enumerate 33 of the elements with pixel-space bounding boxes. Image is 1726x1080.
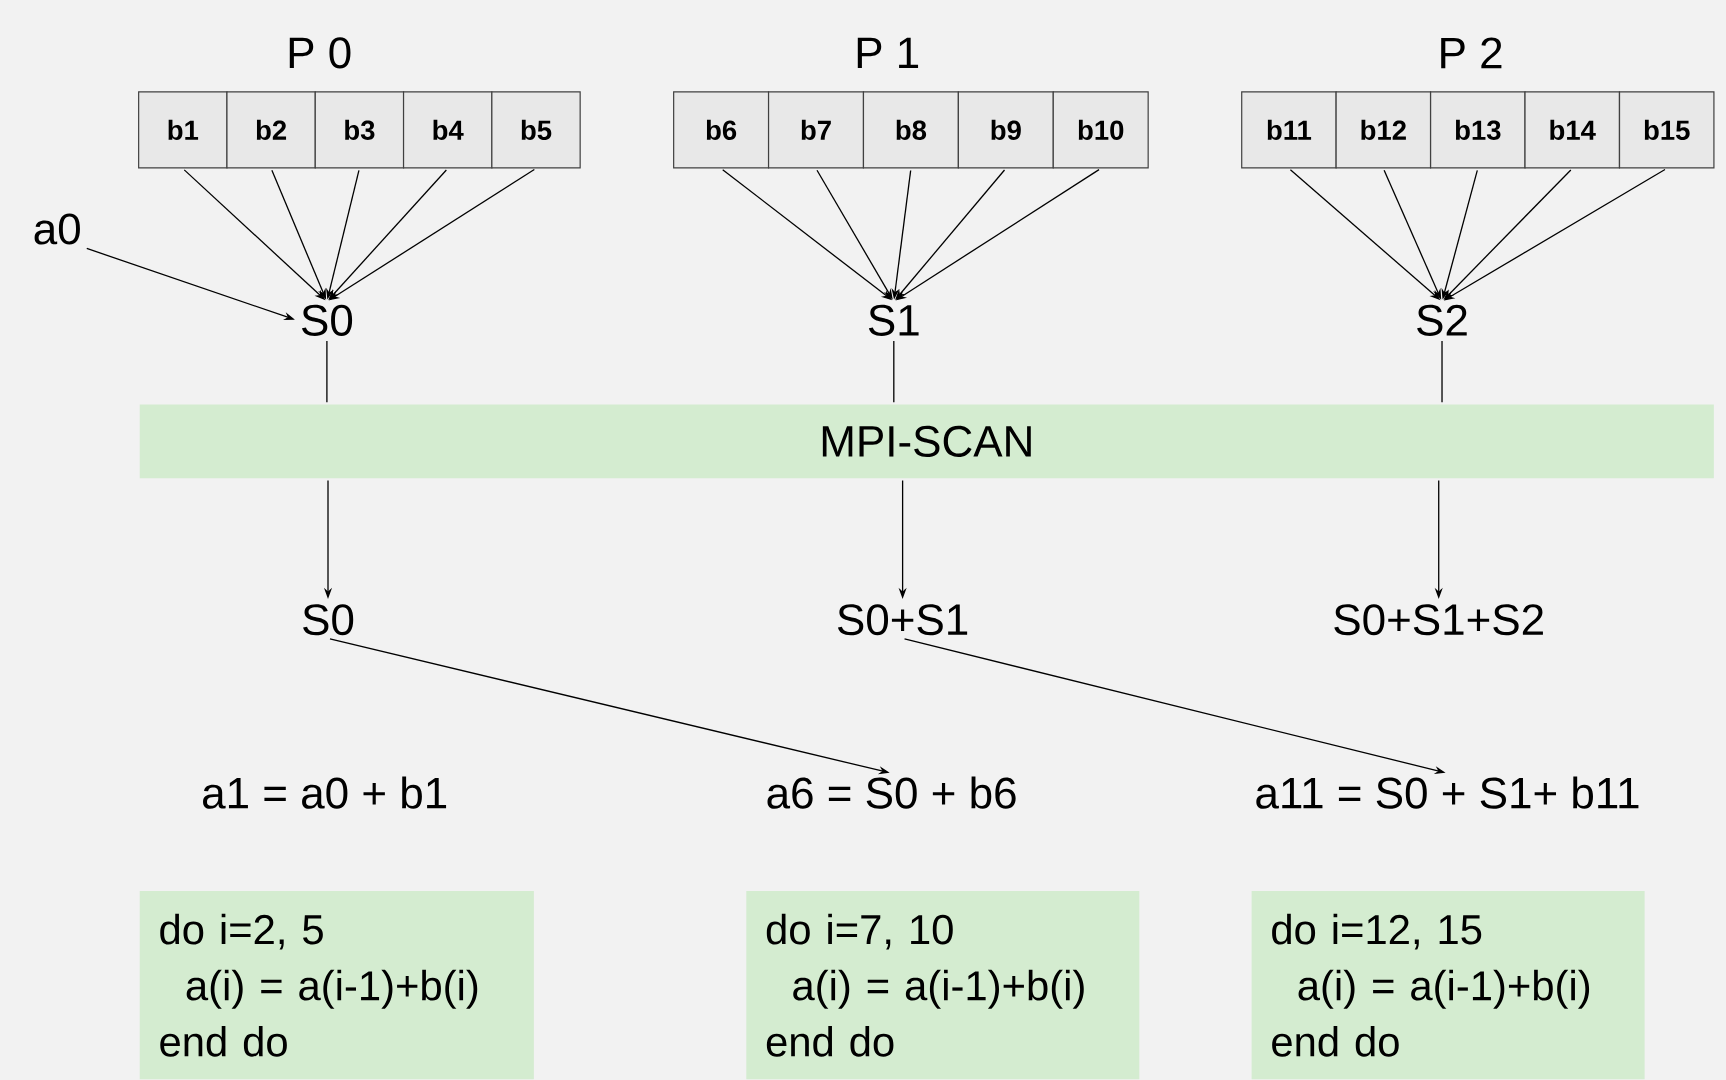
table-cell: b4 [402, 91, 493, 169]
row-heading: P 0 [289, 37, 351, 69]
variable-label: a0 [34, 213, 80, 245]
table-cell: b12 [1335, 91, 1432, 169]
arrow [895, 169, 1006, 300]
equation-text: a6 = S0 + b6 [767, 776, 1016, 809]
table-cell: b5 [491, 91, 581, 169]
code-box: do i=12, 15 a(i) = a(i-1)+b(i) end do [1251, 891, 1645, 1080]
table-cell: b13 [1430, 91, 1526, 169]
table-cell: b1 [138, 91, 228, 169]
equation-text: a1 = a0 + b1 [203, 776, 447, 809]
table-cell: b15 [1618, 91, 1715, 169]
sum-label: S2 [1417, 304, 1467, 336]
table-cell: b11 [1241, 91, 1337, 169]
result-label: S0+S1+S2 [1334, 604, 1543, 636]
equation-text: a11 = S0 + S1+ b11 [1256, 776, 1639, 809]
sum-label: S0 [302, 304, 353, 336]
sum-label: S1 [868, 304, 919, 336]
result-label: S0 [303, 604, 354, 636]
table-cell: b2 [226, 91, 316, 169]
table-cell: b3 [314, 91, 405, 169]
table-cell: b8 [862, 91, 959, 169]
table-cell: b6 [673, 91, 770, 169]
table-cell: b10 [1052, 91, 1149, 169]
row-heading: P 2 [1441, 37, 1502, 69]
code-box: do i=7, 10 a(i) = a(i-1)+b(i) end do [746, 891, 1140, 1080]
row-heading: P 1 [857, 37, 919, 68]
operation-band: MPI-SCAN [139, 404, 1714, 479]
code-box: do i=2, 5 a(i) = a(i-1)+b(i) end do [139, 891, 534, 1080]
table-cell: b7 [767, 91, 865, 169]
table-cell: b9 [957, 91, 1054, 169]
result-label: S0+S1 [837, 604, 968, 636]
table-cell: b14 [1524, 91, 1620, 169]
